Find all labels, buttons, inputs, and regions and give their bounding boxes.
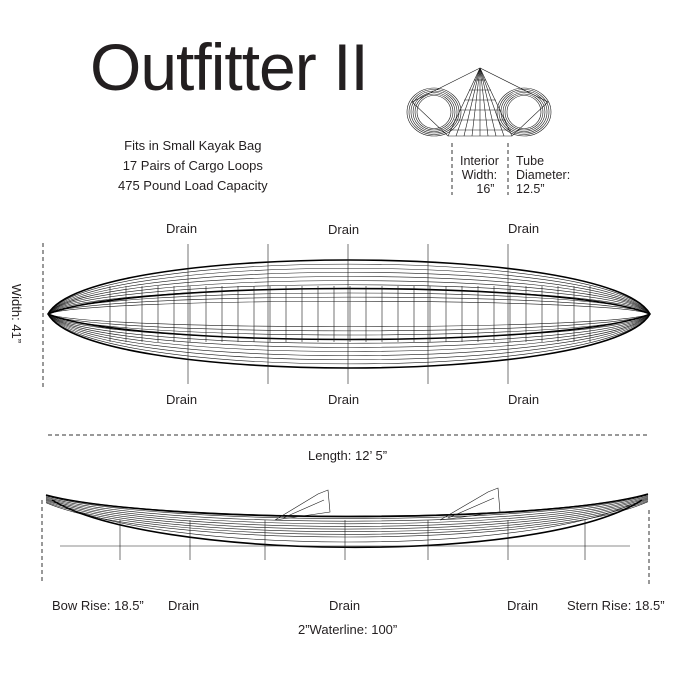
drain-label: Drain — [507, 598, 539, 613]
bow-rise-label: Bow Rise: 18.5” — [52, 598, 144, 613]
waterline-label: 2”Waterline: 100” — [298, 622, 398, 637]
feature-item: 17 Pairs of Cargo Loops — [122, 158, 263, 173]
top-view-drawing — [42, 243, 651, 436]
drain-label: Drain — [328, 392, 360, 407]
feature-item: 475 Pound Load Capacity — [118, 178, 268, 193]
stern-rise-label: Stern Rise: 18.5” — [567, 598, 665, 613]
drain-label: Drain — [508, 221, 540, 236]
length-label: Length: 12’ 5” — [308, 448, 388, 463]
drain-label: Drain — [328, 222, 360, 237]
tube-diameter-label: Tube Diameter: 12.5” — [516, 154, 571, 196]
interior-width-label: Interior Width: 16” — [460, 154, 499, 196]
width-label: Width: 41” — [9, 283, 25, 344]
feature-list: Fits in Small Kayak Bag 17 Pairs of Carg… — [118, 136, 268, 196]
drain-label: Drain — [166, 221, 198, 236]
side-view-drawing — [41, 487, 650, 584]
drain-label: Drain — [329, 598, 361, 613]
drain-label: Drain — [508, 392, 540, 407]
drain-label: Drain — [168, 598, 200, 613]
feature-item: Fits in Small Kayak Bag — [124, 138, 262, 153]
cross-section-drawing — [406, 67, 552, 195]
drain-label: Drain — [166, 392, 198, 407]
product-title: Outfitter II — [90, 30, 369, 104]
